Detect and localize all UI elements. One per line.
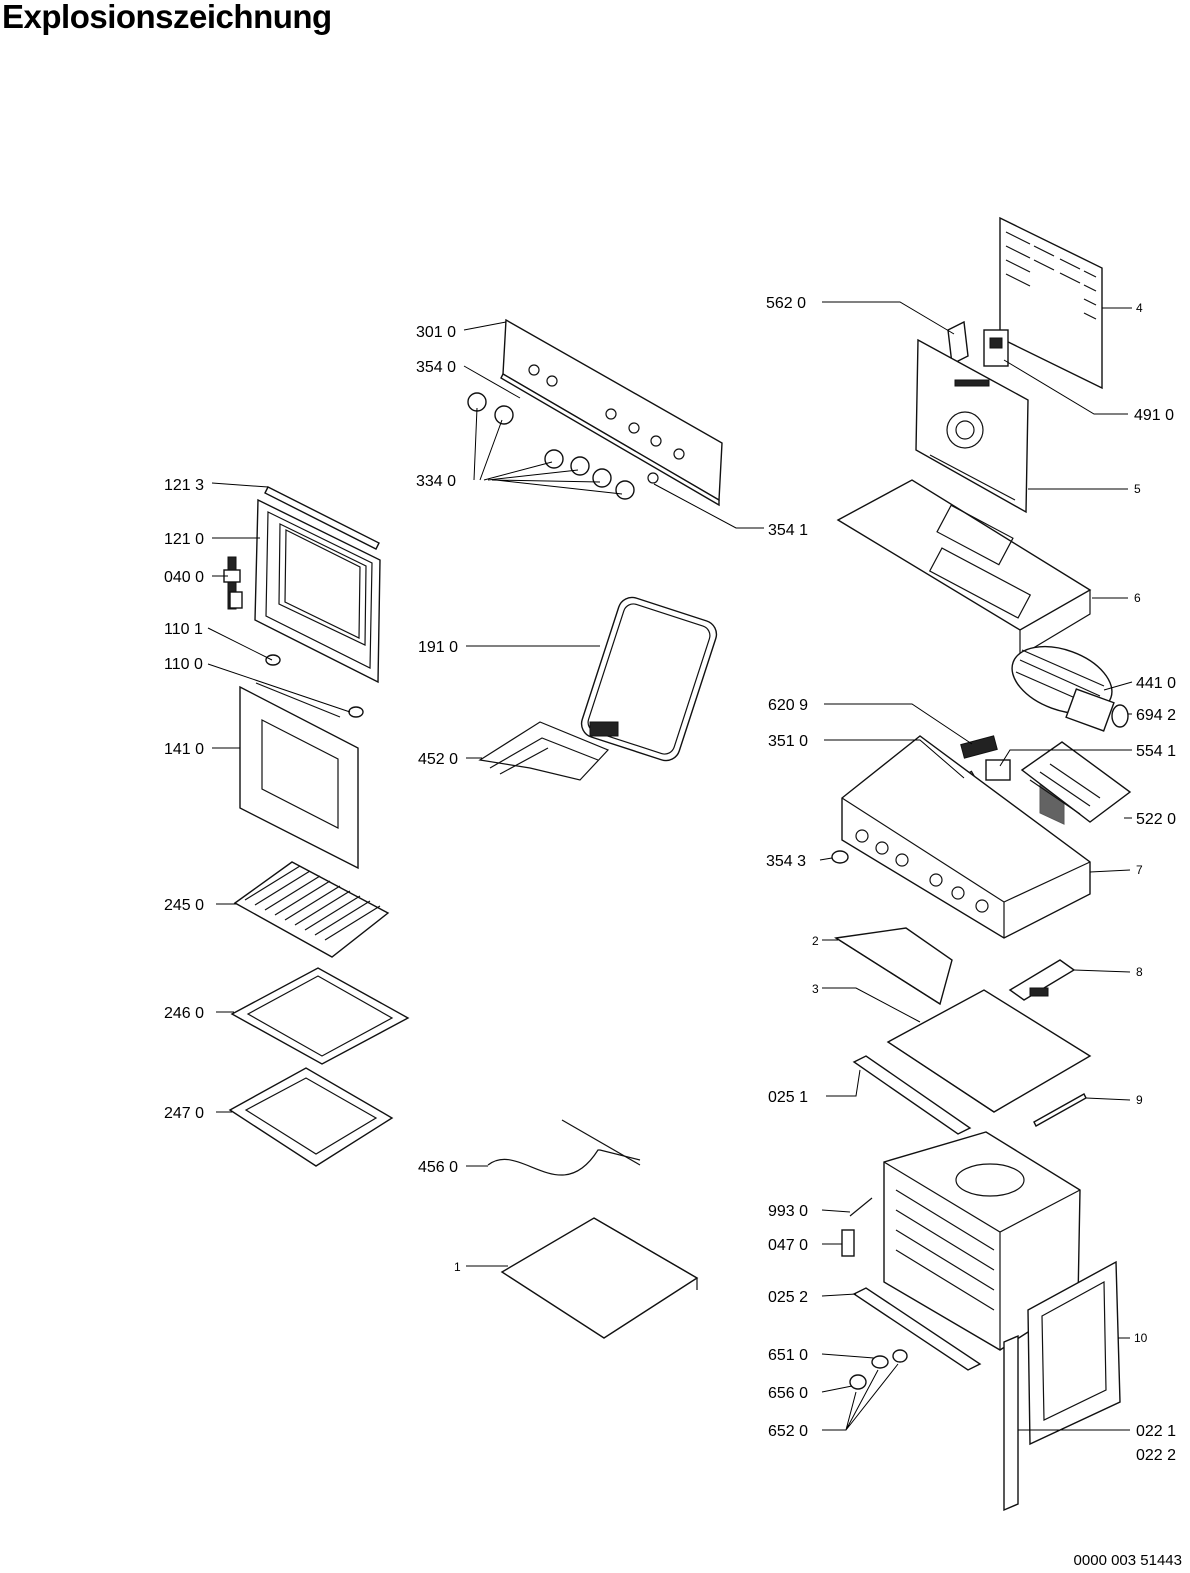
rail-lower — [852, 1287, 982, 1371]
label-1: 1 — [454, 1260, 461, 1274]
door-inner-panel — [1027, 1260, 1121, 1446]
door-hinge — [223, 556, 243, 610]
label-651-0: 651 0 — [768, 1347, 808, 1364]
oven-top-panel — [886, 989, 1092, 1113]
label-121-0: 121 0 — [164, 531, 204, 548]
label-2: 2 — [812, 934, 819, 948]
label-5: 5 — [1134, 482, 1141, 496]
label-247-0: 247 0 — [164, 1105, 204, 1122]
wire-shelf — [233, 861, 390, 958]
roasting-pan — [228, 1067, 394, 1167]
label-334-0: 334 0 — [416, 473, 456, 490]
label-110-1: 110 1 — [164, 621, 203, 638]
label-354-1: 354 1 — [768, 522, 808, 539]
control-panel-front — [500, 318, 723, 507]
label-7: 7 — [1136, 863, 1143, 877]
label-456-0: 456 0 — [418, 1159, 458, 1176]
top-cover — [836, 479, 1092, 658]
control-housing — [841, 735, 1091, 939]
label-9: 9 — [1136, 1093, 1143, 1107]
label-8: 8 — [1136, 965, 1143, 979]
label-441-0: 441 0 — [1136, 675, 1176, 692]
door-rail — [1003, 1334, 1019, 1512]
label-191-0: 191 0 — [418, 639, 458, 656]
page-title: Explosionszeichnung — [2, 0, 332, 35]
top-heating-element — [478, 721, 619, 781]
bottom-panel — [500, 1217, 699, 1339]
rear-cover — [999, 216, 1103, 825]
switch — [985, 759, 1011, 781]
label-491-0: 491 0 — [1134, 407, 1174, 424]
label-354-3: 354 3 — [766, 853, 806, 870]
hinge-bracket — [841, 1229, 855, 1257]
label-047-0: 047 0 — [768, 1237, 808, 1254]
label-652-0: 652 0 — [768, 1423, 808, 1440]
rail-upper — [852, 1055, 972, 1135]
side-bracket — [834, 927, 953, 1006]
label-3: 3 — [812, 982, 819, 996]
document-number: 0000 003 51443 — [1073, 1552, 1182, 1569]
label-620-9: 620 9 — [768, 697, 808, 714]
part-labels: 301 0 354 0 334 0 354 1 121 3 121 0 040 … — [164, 295, 1176, 1464]
button — [831, 850, 849, 864]
cooling-fan — [1011, 645, 1115, 732]
leader-lines — [207, 301, 1133, 1431]
outer-door-glass — [239, 685, 359, 870]
label-110-0: 110 0 — [164, 656, 203, 673]
label-993-0: 993 0 — [768, 1203, 808, 1220]
thermostat-bracket — [947, 320, 969, 366]
label-10: 10 — [1134, 1331, 1148, 1345]
label-562-0: 562 0 — [766, 295, 806, 312]
label-354-0: 354 0 — [416, 359, 456, 376]
label-246-0: 246 0 — [164, 1005, 204, 1022]
door-seal-strip — [264, 486, 380, 550]
control-housing-holes — [855, 829, 989, 913]
lamp — [1111, 704, 1129, 728]
door-frame — [254, 498, 381, 684]
control-module — [1020, 741, 1132, 823]
back-panel — [915, 338, 1029, 514]
screw — [849, 1197, 873, 1217]
label-025-1: 025 1 — [768, 1089, 808, 1106]
label-025-2: 025 2 — [768, 1289, 808, 1306]
label-301-0: 301 0 — [416, 324, 456, 341]
label-022-2: 022 2 — [1136, 1447, 1176, 1464]
label-351-0: 351 0 — [768, 733, 808, 750]
label-554-1: 554 1 — [1136, 743, 1176, 760]
label-4: 4 — [1136, 301, 1143, 315]
rail-right — [1033, 1093, 1087, 1127]
label-141-0: 141 0 — [164, 741, 204, 758]
terminal-block — [960, 735, 998, 759]
label-694-2: 694 2 — [1136, 707, 1176, 724]
label-245-0: 245 0 — [164, 897, 204, 914]
label-6: 6 — [1134, 591, 1141, 605]
label-656-0: 656 0 — [768, 1385, 808, 1402]
hinge-set — [849, 1349, 908, 1390]
handle-bracket — [255, 654, 364, 718]
baking-tray — [230, 967, 410, 1065]
label-452-0: 452 0 — [418, 751, 458, 768]
label-522-0: 522 0 — [1136, 811, 1176, 828]
label-040-0: 040 0 — [164, 569, 204, 586]
oven-door-seal — [580, 596, 718, 762]
label-121-3: 121 3 — [164, 477, 204, 494]
bottom-heating-element — [487, 1119, 641, 1176]
control-panel-holes — [528, 364, 685, 484]
mounting-bracket — [1008, 959, 1076, 1001]
label-022-1: 022 1 — [1136, 1423, 1176, 1440]
